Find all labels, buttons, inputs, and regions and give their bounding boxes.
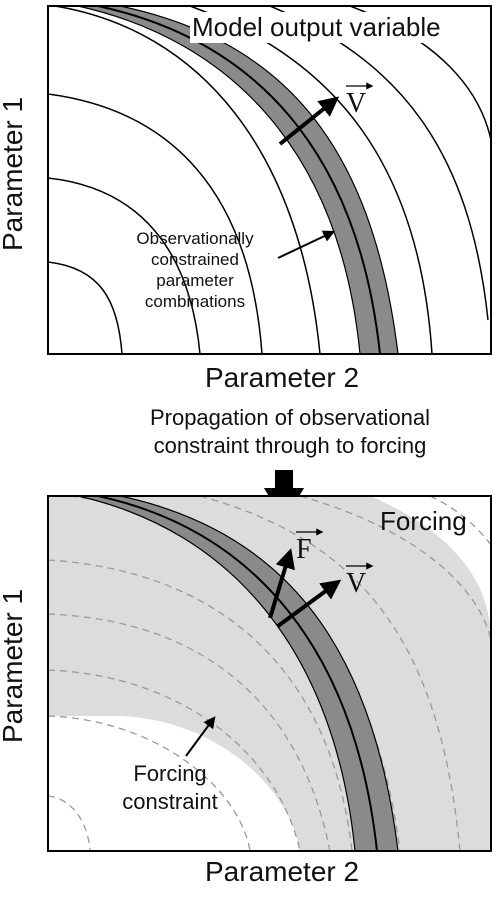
top-panel-title: Model output variable bbox=[190, 12, 443, 43]
central-contour bbox=[97, 6, 381, 354]
bottom-annotation: Forcing constraint bbox=[100, 760, 240, 816]
caption-line: Propagation of observational bbox=[149, 405, 431, 430]
bottom-panel bbox=[47, 495, 492, 852]
observational-band bbox=[77, 6, 399, 354]
annotation-line: Forcing bbox=[133, 761, 207, 786]
top-annotation: Observationally constrained parameter co… bbox=[110, 228, 280, 312]
dashed-contour bbox=[299, 496, 491, 641]
dashed-contour bbox=[429, 496, 491, 546]
annotation-arrow bbox=[277, 230, 336, 259]
annotation-line: constrained bbox=[151, 250, 239, 269]
top-x-axis-label: Parameter 2 bbox=[205, 362, 360, 393]
bottom-y-axis-label: Parameter 1 bbox=[0, 588, 28, 743]
bottom-plot-frame bbox=[47, 495, 492, 852]
dashed-contour bbox=[48, 795, 91, 851]
central-contour bbox=[97, 496, 378, 851]
annotation-line: Observationally bbox=[136, 229, 254, 248]
v-vector-arrow bbox=[278, 96, 340, 146]
top-y-axis-label: Parameter 1 bbox=[0, 96, 28, 251]
v-vector-label: V bbox=[346, 568, 367, 599]
annotation-line: parameter bbox=[156, 271, 234, 290]
contour-line bbox=[54, 6, 321, 354]
v-vector-label: V bbox=[346, 88, 367, 119]
bottom-panel-title: Forcing bbox=[380, 506, 467, 536]
dashed-contour bbox=[48, 669, 301, 851]
contour-line bbox=[48, 177, 201, 354]
annotation-line: constraint bbox=[122, 789, 218, 814]
f-vector-label: F bbox=[296, 534, 312, 565]
contour-line bbox=[48, 261, 123, 354]
dashed-contour bbox=[48, 715, 251, 851]
dashed-contour bbox=[48, 559, 353, 851]
top-contours bbox=[48, 6, 491, 354]
top-plot-frame bbox=[47, 5, 492, 355]
top-panel bbox=[47, 5, 492, 355]
observational-band bbox=[77, 496, 399, 851]
contour-line bbox=[48, 93, 263, 354]
annotation-line: combinations bbox=[144, 292, 246, 311]
f-vector-arrow bbox=[268, 548, 295, 619]
dashed-contour bbox=[48, 613, 331, 851]
propagation-caption: Propagation of observational constraint … bbox=[90, 404, 490, 460]
annotation-arrow bbox=[185, 716, 216, 757]
dashed-contour bbox=[199, 496, 461, 851]
v-vector-arrow bbox=[276, 579, 342, 628]
bottom-x-axis-label: Parameter 2 bbox=[205, 856, 360, 887]
caption-line: constraint through to forcing bbox=[153, 433, 427, 458]
bottom-contours bbox=[48, 496, 491, 851]
